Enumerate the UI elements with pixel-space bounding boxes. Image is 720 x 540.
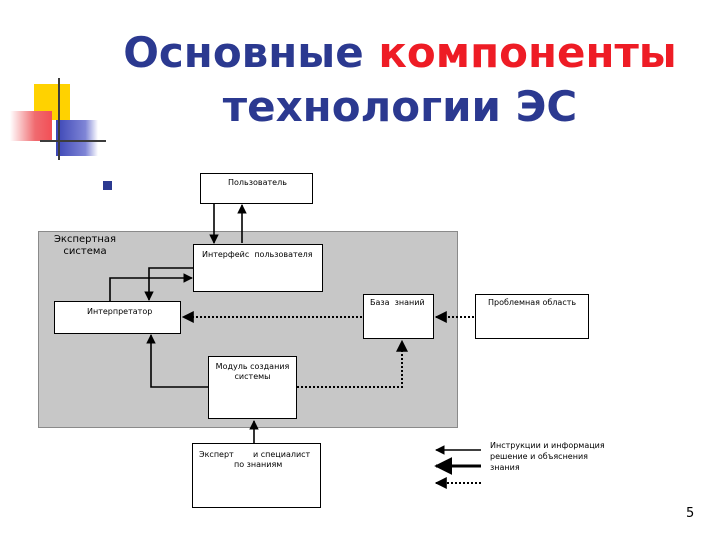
- knowledge-engineer-label-line: по знаниям: [234, 460, 283, 469]
- knowledge-engineer-label-line: и специалист: [253, 450, 311, 459]
- arrow-module-to-interpreter: [146, 334, 208, 388]
- system-module-label-line: системы: [234, 372, 271, 381]
- user-label: Пользователь: [228, 178, 287, 187]
- user-interface-box: Интерфейс пользователя: [193, 244, 323, 292]
- legend-instructions: Инструкции и информация: [490, 441, 605, 450]
- expert-system-label-line: Экспертная: [53, 234, 117, 245]
- interpreter-label: Интерпретатор: [87, 307, 153, 316]
- arrow-interpreter-to-interface: [109, 273, 193, 301]
- bullet-square: [103, 181, 112, 190]
- user-box: Пользователь: [200, 173, 313, 204]
- user-interface-label: Интерфейс пользователя: [202, 250, 313, 259]
- title-accent-word: компоненты: [378, 28, 677, 77]
- expert-system-label-line: система: [63, 246, 107, 257]
- legend-knowledge: знания: [490, 463, 520, 472]
- decor-blue-square: [56, 120, 98, 156]
- problem-area-box: Проблемная область: [475, 294, 589, 339]
- title-word: Основные: [123, 28, 364, 77]
- expert-system-label: Экспертная система: [44, 234, 126, 258]
- decor-horizontal-line: [40, 140, 106, 142]
- interpreter-box: Интерпретатор: [54, 301, 181, 334]
- knowledge-base-box: База знаний: [363, 294, 434, 339]
- arrow-interface-to-interpreter: [144, 267, 193, 301]
- decor-vertical-line: [58, 78, 60, 160]
- title-line-1: Основные компоненты: [110, 26, 690, 80]
- expert-label: Эксперт: [199, 450, 234, 459]
- system-module-label-line: Модуль создания: [215, 362, 290, 371]
- title-line-2: технологии ЭС: [222, 82, 578, 131]
- decor-red-square: [10, 111, 52, 141]
- system-module-box: Модуль создания системы: [208, 356, 297, 419]
- arrow-module-to-knowledge: [297, 339, 408, 388]
- expert-box: Эксперт и специалист по знаниям: [192, 443, 321, 508]
- slide-title: Основные компоненты технологии ЭС: [110, 26, 690, 134]
- knowledge-base-label: База знаний: [370, 298, 425, 307]
- problem-area-label: Проблемная область: [488, 298, 577, 307]
- legend-solution: решение и объяснения: [490, 452, 588, 461]
- page-number: 5: [686, 506, 695, 521]
